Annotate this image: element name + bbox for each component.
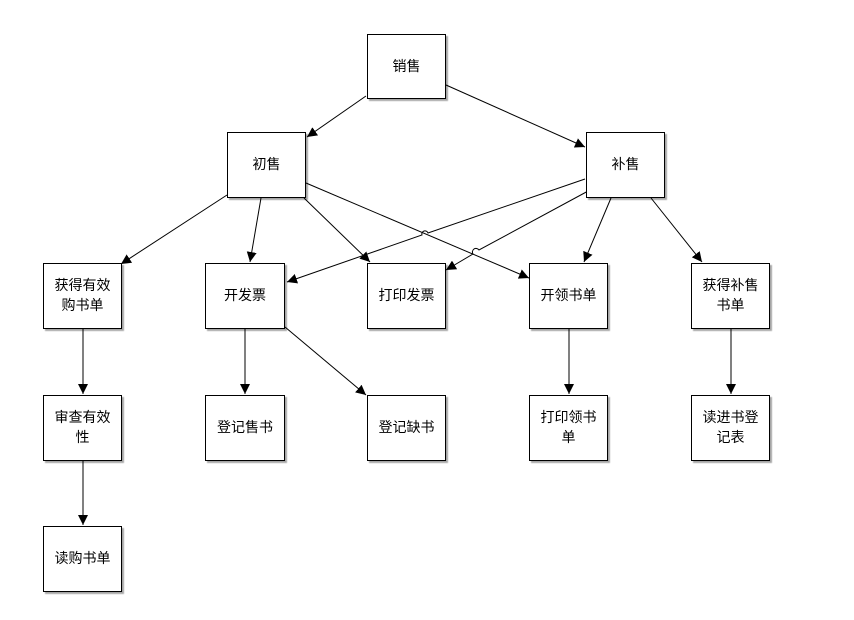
node-dujinshu: 读进书登记表 bbox=[691, 395, 770, 461]
node-chushou: 初售 bbox=[227, 132, 306, 198]
node-dugoushudan: 读购书单 bbox=[43, 526, 122, 592]
node-kailingshudan: 开领书单 bbox=[529, 263, 608, 329]
edge-xiaoshou-chushou bbox=[306, 95, 367, 138]
node-label: 获得补售书单 bbox=[702, 278, 759, 314]
node-huodebushou: 获得补售书单 bbox=[691, 263, 770, 329]
node-dayinfapiao: 打印发票 bbox=[367, 263, 446, 329]
node-xiaoshou: 销售 bbox=[367, 34, 446, 99]
node-shenchayouxiao: 审查有效性 bbox=[43, 395, 122, 461]
node-label: 打印领书单 bbox=[540, 410, 597, 446]
node-label: 开发票 bbox=[224, 288, 266, 304]
node-dengjishoushu: 登记售书 bbox=[205, 395, 285, 461]
node-dengjiqueshu: 登记缺书 bbox=[367, 395, 446, 461]
node-label: 读进书登记表 bbox=[702, 410, 759, 446]
edge-chushou-dayinfapiao bbox=[303, 197, 371, 263]
node-label: 销售 bbox=[392, 58, 421, 75]
edge-chushou-kailingshudan bbox=[305, 182, 530, 279]
node-kaifapiao: 开发票 bbox=[205, 263, 285, 329]
node-label: 初售 bbox=[252, 157, 281, 173]
edge-chushou-huodeyouxiao bbox=[120, 194, 228, 265]
edge-bushou-kailingshudan bbox=[583, 197, 612, 263]
node-label: 打印发票 bbox=[378, 288, 435, 304]
edge-bushou-dayinfapiao bbox=[445, 189, 591, 271]
edge-xiaoshou-bushou bbox=[445, 84, 586, 148]
node-bushou: 补售 bbox=[586, 132, 665, 198]
node-label: 审查有效性 bbox=[54, 410, 111, 446]
edge-bushou-huodebushou bbox=[650, 197, 703, 263]
node-label: 开领书单 bbox=[540, 288, 597, 304]
node-huodeyouxiao: 获得有效购书单 bbox=[43, 263, 122, 329]
node-label: 登记售书 bbox=[217, 420, 273, 436]
node-label: 获得有效购书单 bbox=[54, 278, 111, 314]
edge-kaifapiao-dengjiqueshu bbox=[284, 326, 367, 396]
node-label: 读购书单 bbox=[54, 551, 111, 567]
node-label: 补售 bbox=[611, 157, 640, 173]
edge-bushou-kaifapiao bbox=[286, 178, 586, 284]
node-label: 登记缺书 bbox=[378, 420, 435, 436]
edge-chushou-kaifapiao bbox=[246, 197, 262, 263]
node-dayinlingshudan: 打印领书单 bbox=[529, 395, 608, 461]
